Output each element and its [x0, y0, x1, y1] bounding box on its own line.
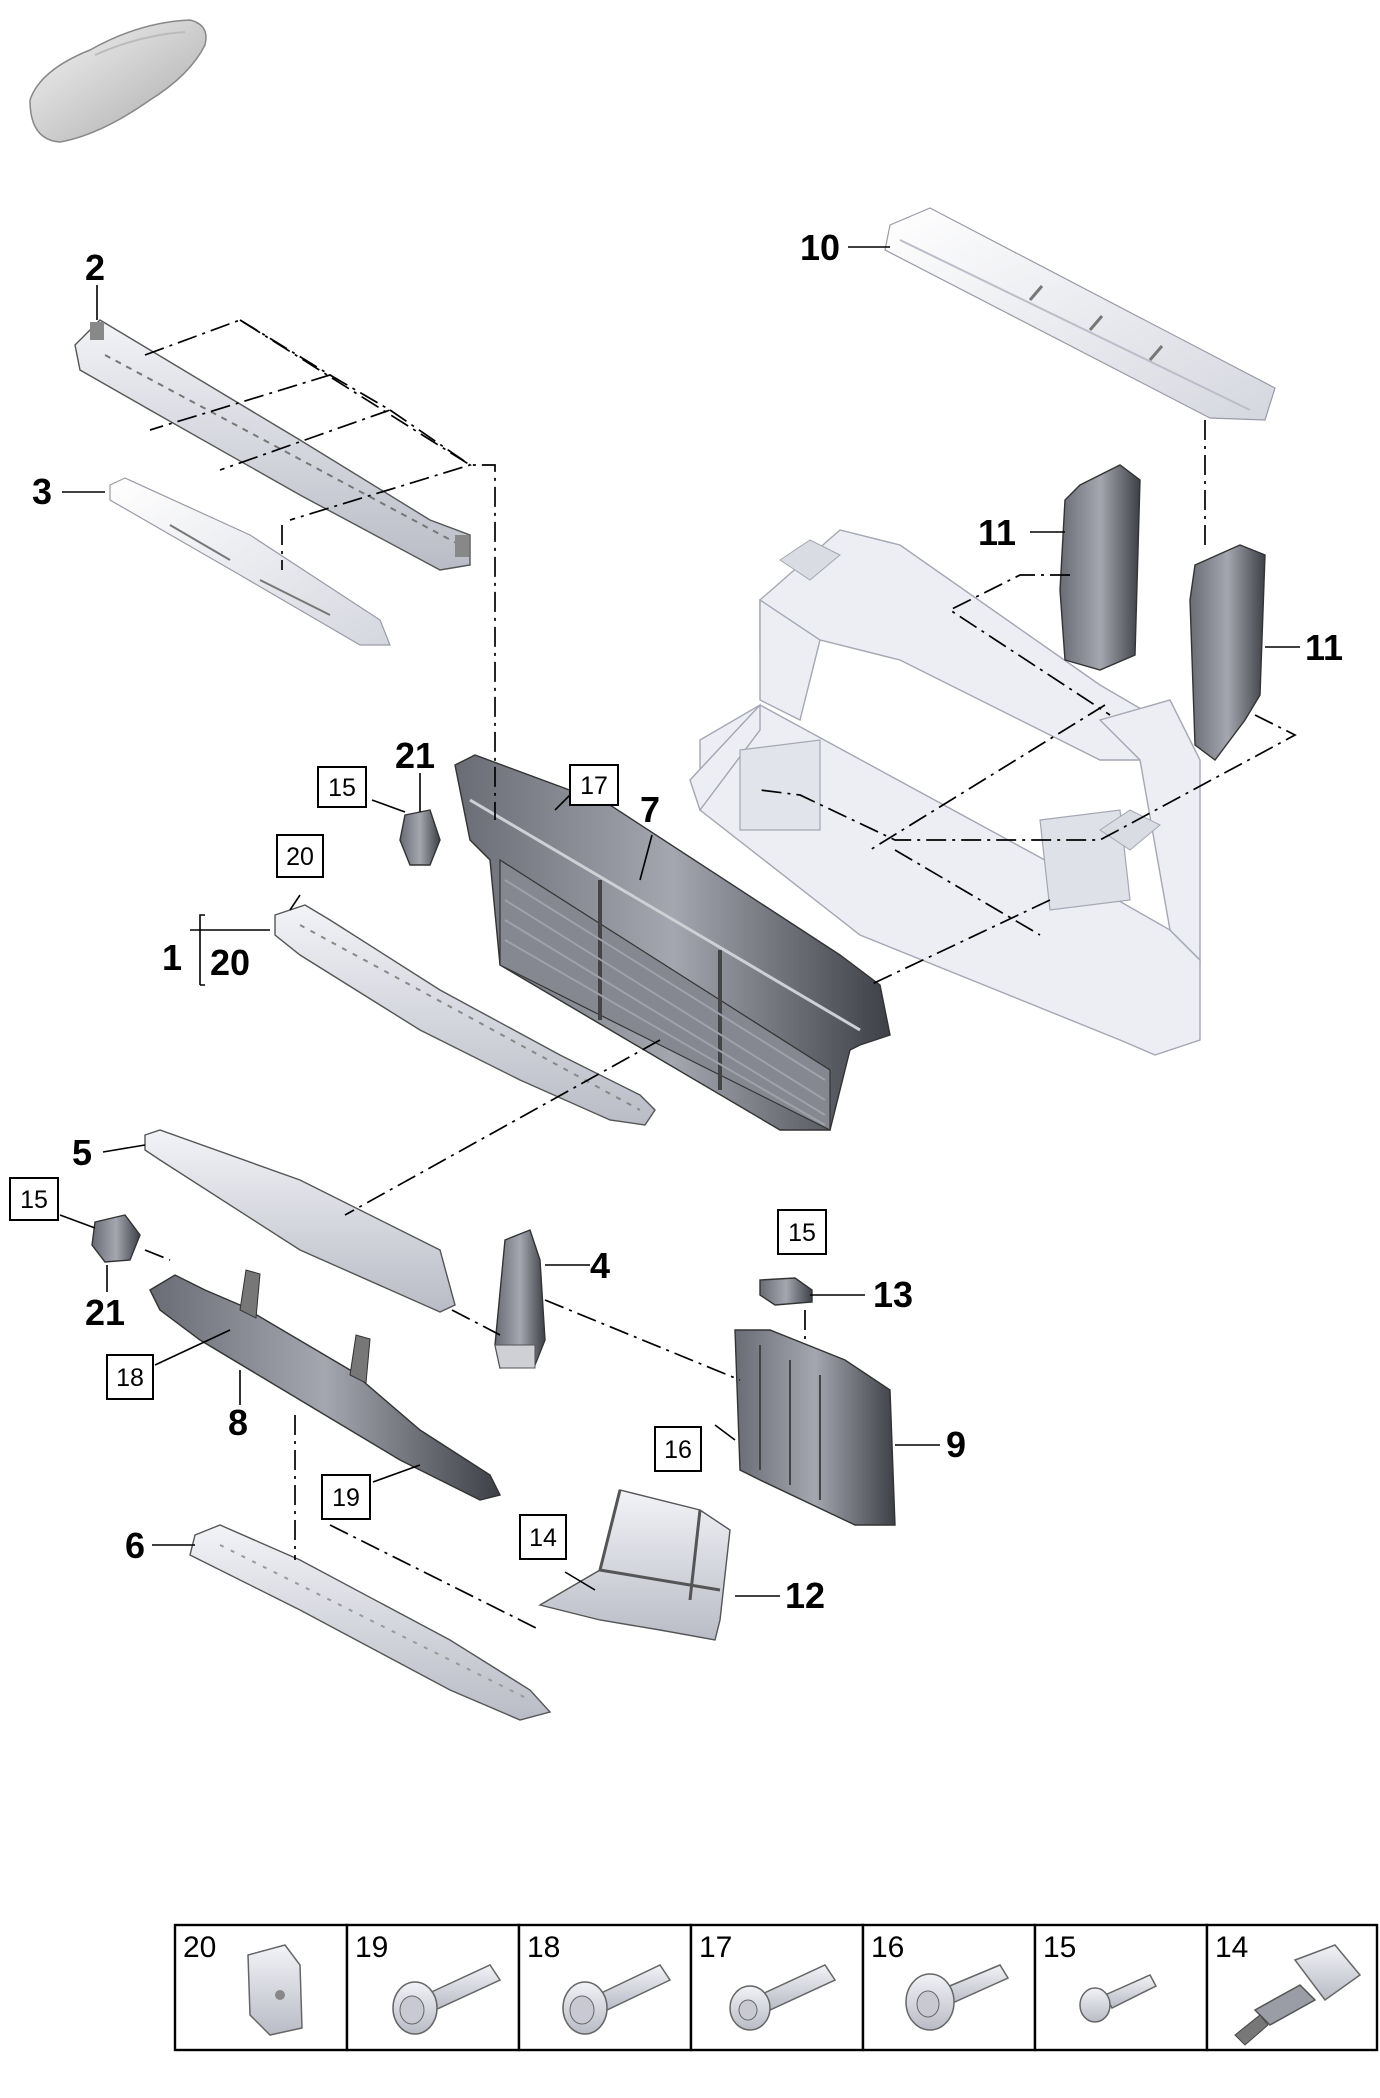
callout-7: 7 [640, 789, 660, 830]
part-21-lower-sensor [91, 1214, 141, 1263]
part-12-air-guide [538, 1489, 731, 1641]
svg-text:15: 15 [788, 1219, 816, 1247]
boxed-ref-16: 16 [654, 1426, 702, 1472]
part-11-left-air-duct [1059, 464, 1141, 671]
callout-10: 10 [800, 227, 840, 268]
svg-text:14: 14 [529, 1524, 557, 1552]
part-6-undertray [189, 1524, 552, 1721]
svg-text:17: 17 [580, 772, 608, 800]
callout-6: 6 [125, 1525, 145, 1566]
callout-13: 13 [873, 1274, 913, 1315]
short-bolt-icon [1079, 1974, 1158, 2023]
callout-5: 5 [72, 1132, 92, 1173]
boxed-ref-14: 14 [519, 1514, 567, 1560]
callout-12: 12 [785, 1575, 825, 1616]
table-number: 14 [1215, 1931, 1248, 1964]
part-11-right-air-duct [1189, 544, 1266, 761]
boxed-ref-20: 20 [276, 834, 324, 878]
hex-bolt-icon [729, 1964, 837, 2031]
table-cell [345, 1923, 521, 2052]
part-8-lower-carrier [149, 1269, 502, 1501]
table-number: 15 [1043, 1931, 1076, 1964]
svg-text:18: 18 [116, 1364, 144, 1392]
callout-1: 1 [162, 937, 182, 978]
svg-text:19: 19 [332, 1484, 360, 1512]
flange-bolt-icon [562, 1964, 672, 2035]
boxed-ref-19: 19 [321, 1474, 371, 1520]
table-number: 18 [527, 1931, 560, 1964]
table-number: 16 [871, 1931, 904, 1964]
callout-9: 9 [946, 1424, 966, 1465]
part-7-air-shutter [454, 754, 891, 1131]
callout-8: 8 [228, 1402, 248, 1443]
boxed-ref-17: 17 [569, 764, 619, 806]
callout-4: 4 [590, 1245, 610, 1286]
vehicle-thumbnail-icon [29, 19, 207, 143]
callout-21-lower: 21 [85, 1292, 125, 1333]
table-number: 19 [355, 1931, 388, 1964]
boxed-ref-15-upper: 15 [317, 766, 367, 808]
svg-text:20: 20 [286, 843, 314, 871]
boxed-ref-15-left: 15 [9, 1177, 59, 1221]
svg-text:15: 15 [20, 1186, 48, 1214]
table-cell [689, 1923, 865, 2052]
part-1-mounting-bracket [274, 904, 656, 1126]
clip-nut-icon [247, 1944, 303, 2036]
assembly-lines [144, 319, 1297, 1631]
svg-text:16: 16 [664, 1436, 692, 1464]
part-4-vertical-duct [494, 1229, 546, 1369]
table-number: 17 [699, 1931, 732, 1964]
leader-lines [59, 246, 1300, 1597]
boxed-ref-18: 18 [106, 1354, 154, 1400]
callout-3: 3 [32, 471, 52, 512]
washer-bolt-icon [905, 1964, 1010, 2031]
part-21-upper-sensor [399, 809, 441, 866]
callout-2: 2 [85, 247, 105, 288]
callout-11-right: 11 [1305, 627, 1343, 668]
callout-20: 20 [210, 942, 250, 983]
fastener-table: 20 19 18 17 16 15 14 [173, 1923, 1379, 2052]
callout-21-upper: 21 [395, 735, 435, 776]
part-2-upper-carrier [74, 319, 471, 571]
table-cell [1205, 1923, 1379, 2052]
part-9-auxiliary-cooler [734, 1329, 896, 1526]
boxed-ref-15-right: 15 [777, 1209, 827, 1255]
flange-bolt-icon [392, 1964, 502, 2035]
part-13-sensor-module [759, 1277, 813, 1306]
part-3-trim-strip [109, 477, 391, 646]
table-cell [517, 1923, 693, 2052]
part-10-air-guide [884, 207, 1276, 421]
svg-text:15: 15 [328, 774, 356, 802]
callout-11-left: 11 [978, 512, 1016, 553]
sensor-icon [1234, 1944, 1362, 2046]
part-5-trim-panel [144, 1129, 456, 1313]
table-number: 20 [183, 1931, 216, 1964]
front-end-carrier-frame [689, 529, 1201, 1056]
